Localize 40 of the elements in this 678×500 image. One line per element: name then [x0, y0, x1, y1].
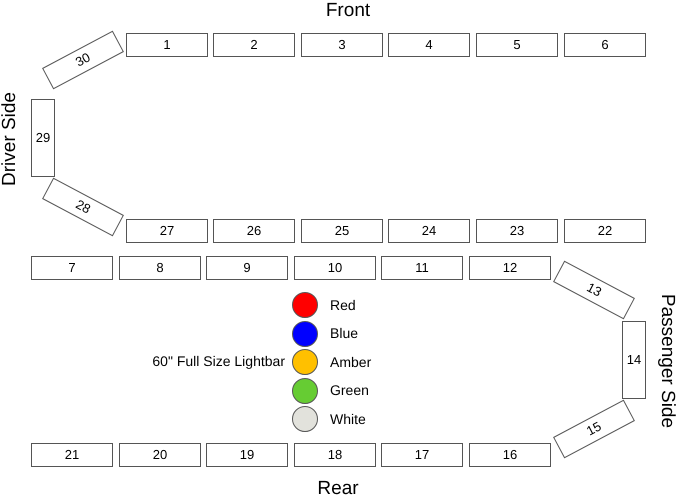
- light-module-box: 13: [553, 260, 635, 320]
- light-module-box: 29: [31, 99, 55, 177]
- rear-label: Rear: [316, 478, 360, 500]
- light-module-box: 8: [119, 256, 201, 280]
- light-module-box: 19: [206, 443, 288, 467]
- light-module-box: 6: [564, 33, 646, 57]
- legend-label: Amber: [330, 352, 372, 372]
- front-label: Front: [324, 0, 372, 22]
- light-module-box: 30: [42, 30, 124, 90]
- light-module-box: 9: [206, 256, 288, 280]
- driver-side-label: Driver Side: [0, 91, 21, 188]
- light-module-box: 18: [294, 443, 376, 467]
- light-module-box: 16: [469, 443, 551, 467]
- light-module-box: 7: [31, 256, 113, 280]
- light-module-box: 20: [119, 443, 201, 467]
- light-module-box: 17: [381, 443, 463, 467]
- light-module-box: 26: [213, 219, 295, 243]
- legend-label: White: [330, 410, 366, 429]
- light-module-box: 11: [381, 256, 463, 280]
- light-module-box: 14: [622, 320, 646, 398]
- light-module-box: 27: [126, 219, 208, 243]
- light-module-box: 25: [301, 219, 383, 243]
- light-module-box: 4: [388, 33, 470, 57]
- light-module-box: 1: [126, 33, 208, 57]
- product-label: 60" Full Size Lightbar: [151, 352, 285, 370]
- passenger-side-label: Passenger Side: [656, 292, 678, 430]
- legend-label: Red: [330, 296, 356, 314]
- light-module-box: 10: [294, 256, 376, 280]
- light-module-box: 22: [564, 219, 646, 243]
- legend-label: Green: [330, 381, 369, 400]
- light-module-box: 21: [31, 443, 113, 467]
- light-module-box: 15: [553, 400, 635, 458]
- light-module-box: 24: [388, 219, 470, 243]
- light-module-box: 23: [476, 219, 558, 243]
- light-module-box: 12: [469, 256, 551, 280]
- light-module-box: 28: [42, 178, 124, 236]
- light-module-box: 2: [213, 33, 295, 57]
- legend-label: Blue: [330, 324, 358, 344]
- light-module-box: 5: [476, 33, 558, 57]
- light-module-box: 3: [301, 33, 383, 57]
